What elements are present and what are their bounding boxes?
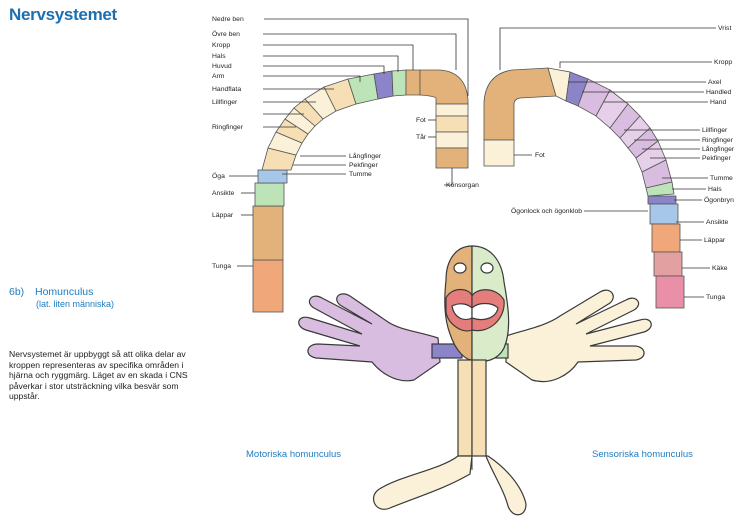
- sensory-seg-tongue: [656, 276, 684, 308]
- motor-eye: [454, 263, 466, 273]
- motor-cortex-arch: [253, 70, 468, 312]
- sensory-seg-face: [650, 204, 678, 224]
- label-lappar: Läppar: [212, 212, 234, 219]
- label-s-langfinger: Långfinger: [702, 145, 735, 153]
- label-s-ringfinger: Ringfinger: [702, 137, 734, 144]
- label-hand: Hand: [710, 99, 726, 106]
- sensory-seg-jaw: [654, 252, 682, 276]
- label-s-lillfinger: Lillfinger: [702, 127, 728, 134]
- motor-seg-foot2: [436, 116, 468, 132]
- label-ogonlock: Ögonlock och ögonklob: [511, 207, 582, 215]
- label-ansikte: Ansikte: [212, 190, 235, 197]
- label-tumme: Tumme: [349, 171, 372, 178]
- motor-seg-upperleg: [406, 70, 420, 95]
- motor-seg-genitals: [436, 148, 468, 168]
- motor-seg-foot: [436, 104, 468, 116]
- label-oga: Öga: [212, 172, 225, 180]
- label-handflata: Handflata: [212, 86, 241, 93]
- label-axel: Axel: [708, 79, 722, 86]
- label-tunga: Tunga: [212, 263, 231, 270]
- sensory-seg-eyelid: [648, 196, 676, 204]
- label-s-tumme: Tumme: [710, 175, 733, 182]
- label-vrist: Vrist: [718, 25, 731, 32]
- label-kake: Käke: [712, 265, 728, 272]
- motor-hand: [299, 294, 440, 381]
- motor-seg-trunk: [392, 70, 406, 96]
- motor-seg-lips: [253, 206, 283, 260]
- label-langfinger: Långfinger: [349, 152, 382, 160]
- sensory-seg-trunk: [484, 68, 556, 140]
- motor-leg: [374, 456, 472, 509]
- motor-seg-face: [255, 183, 284, 206]
- motor-seg-tongue: [253, 260, 283, 312]
- label-konsorgan: Könsorgan: [446, 182, 479, 189]
- label-kropp: Kropp: [212, 42, 230, 49]
- motor-seg-eye: [258, 170, 287, 183]
- sensory-seg-lips: [652, 224, 680, 252]
- motor-seg-lowerleg: [420, 70, 468, 104]
- motor-torso: [458, 360, 472, 456]
- label-s-lappar: Läppar: [704, 237, 726, 244]
- sensory-eye: [481, 263, 493, 273]
- label-s-kropp: Kropp: [714, 59, 732, 66]
- label-huvud: Huvud: [212, 63, 232, 70]
- sensory-torso: [472, 360, 486, 456]
- label-s-hals: Hals: [708, 186, 722, 193]
- label-nedre-ben: Nedre ben: [212, 16, 244, 23]
- sensory-leg: [486, 456, 526, 515]
- label-fot: Fot: [416, 117, 426, 124]
- sensory-seg-foot: [484, 140, 514, 166]
- label-ogonbryn: Ögonbryn: [704, 196, 734, 204]
- label-s-pekfinger: Pekfinger: [702, 155, 731, 162]
- label-s-tunga: Tunga: [706, 294, 725, 301]
- motor-seg-toes: [436, 132, 468, 148]
- label-ovre-ben: Övre ben: [212, 30, 240, 38]
- label-handled: Handled: [706, 89, 732, 96]
- label-tar: Tår: [416, 133, 427, 141]
- label-s-fot: Fot: [535, 152, 545, 159]
- label-ringfinger: Ringfinger: [212, 124, 244, 131]
- homunculus-figure: [299, 246, 651, 515]
- sensory-cortex-arch: [484, 68, 684, 308]
- label-hals: Hals: [212, 53, 226, 60]
- label-pekfinger: Pekfinger: [349, 162, 378, 169]
- label-arm: Arm: [212, 73, 225, 80]
- label-s-ansikte: Ansikte: [706, 219, 729, 226]
- label-lillfinger: Lillfinger: [212, 99, 238, 106]
- sensory-hand: [506, 290, 651, 381]
- sensory-leader-lines: [500, 28, 716, 297]
- sensory-labels: Vrist Kropp Axel Handled Hand Lillfinger…: [511, 25, 735, 301]
